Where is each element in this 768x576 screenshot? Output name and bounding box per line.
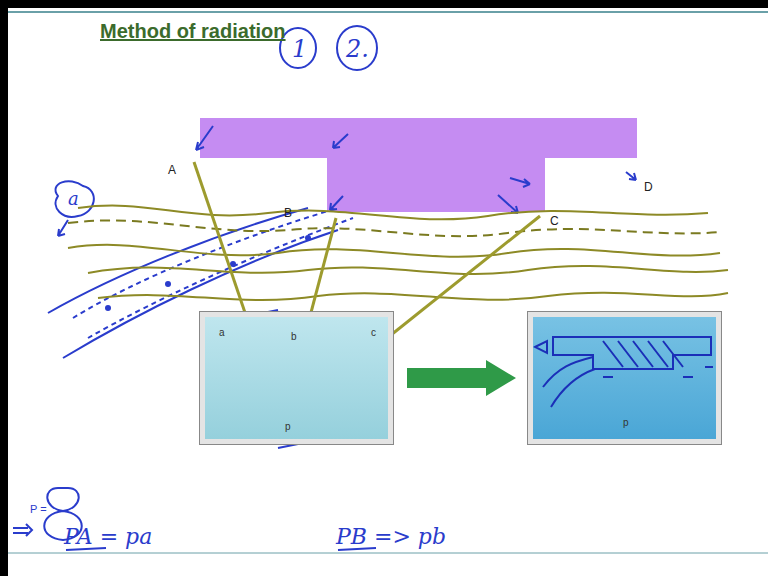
point-label: C — [550, 214, 559, 228]
point-mark: b — [291, 331, 297, 342]
slide: Method of radiationA B C D 1 2. a P = PA = pa PB … — [8, 8, 768, 576]
point-label: B — [284, 206, 292, 220]
handwritten-note: P = — [30, 503, 47, 515]
illustration — [8, 8, 768, 576]
plane-table: a b c p — [200, 312, 393, 444]
point-mark: a — [219, 327, 225, 338]
handwritten-equation: PA = pa — [64, 524, 152, 549]
handwritten-number: 2. — [346, 35, 369, 63]
slide-title: Method of radiation — [100, 20, 286, 43]
plane-table: p — [528, 312, 721, 444]
point-label: D — [644, 180, 653, 194]
handwritten-equation: PB => pb — [336, 524, 446, 549]
connector-layer — [8, 8, 768, 576]
handwritten-note: a — [68, 188, 79, 209]
point-mark: p — [623, 417, 629, 428]
handwritten-number: 1 — [292, 35, 307, 63]
point-label: A — [168, 163, 176, 177]
flow-arrow — [407, 360, 516, 396]
point-mark: c — [371, 327, 376, 338]
point-mark: p — [285, 421, 291, 432]
